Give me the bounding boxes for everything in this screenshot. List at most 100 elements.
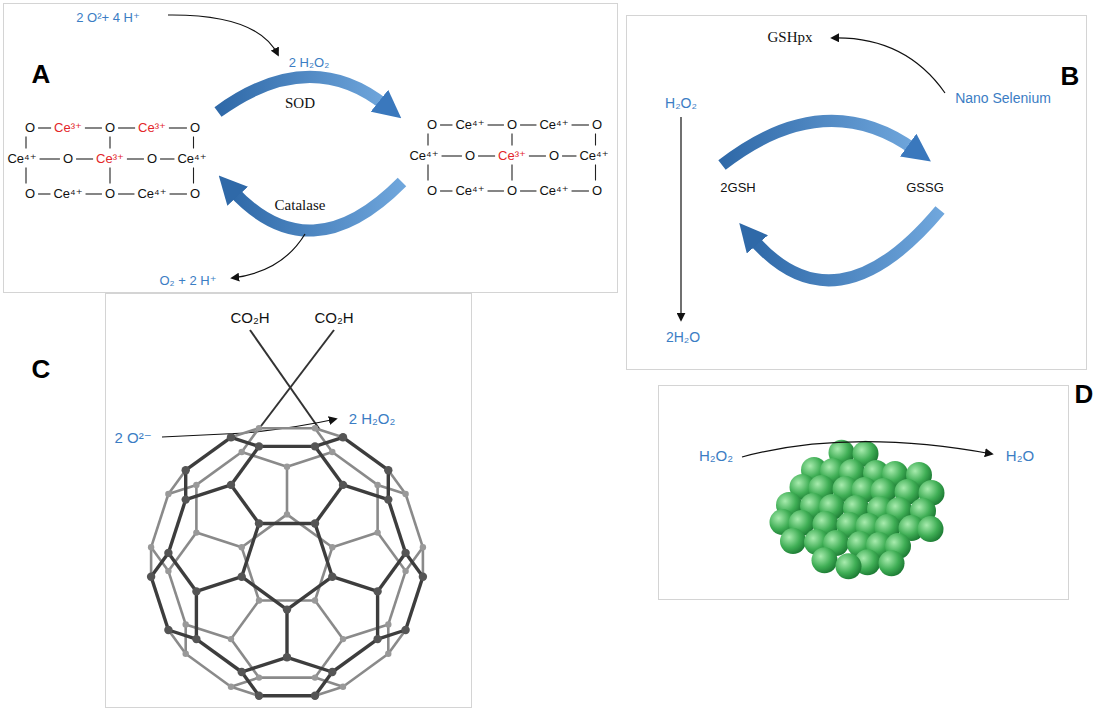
carbon-bond	[151, 553, 168, 577]
carbon-atom	[183, 651, 189, 657]
carbon-atom	[182, 495, 190, 503]
carbon-atom	[238, 668, 246, 676]
lattice-bond	[118, 127, 135, 128]
lattice-atom: O	[427, 184, 437, 197]
lattice-bond	[86, 193, 102, 194]
carbon-atom	[340, 636, 346, 642]
carbon-atom	[147, 573, 155, 581]
enzyme-label: GSHpx	[767, 30, 812, 45]
lattice-bond	[442, 155, 462, 156]
lattice-bond	[169, 127, 187, 128]
carbon-atom	[312, 674, 318, 680]
lattice-atom: O	[507, 184, 517, 197]
lattice-bond	[572, 124, 589, 125]
lattice-bond	[427, 134, 428, 146]
carbon-bond	[315, 446, 343, 485]
glutathione-label: GSSG	[906, 181, 944, 194]
carbon-atom	[182, 466, 190, 474]
lattice-bond	[572, 190, 589, 191]
lattice-bond	[118, 193, 134, 194]
lattice-bond	[440, 124, 452, 125]
lattice-bond	[595, 134, 596, 146]
lattice-bond	[520, 190, 536, 191]
carbon-bond	[388, 500, 405, 553]
carbon-bond	[315, 524, 332, 577]
carbon-bond	[231, 437, 259, 446]
carbon-bond	[195, 485, 198, 533]
lattice-atom: Ce⁴⁺	[137, 187, 166, 200]
carbon-bond	[231, 485, 259, 524]
lattice-bond	[193, 168, 194, 184]
carbon-bond	[242, 577, 287, 610]
carboxyl-label: CO₂H	[314, 310, 353, 325]
carbon-atom	[311, 692, 319, 700]
panel-letter: D	[1075, 381, 1094, 407]
carbon-atom	[228, 684, 234, 690]
carbon-atom	[384, 466, 392, 474]
carbon-atom	[255, 692, 263, 700]
carbon-bond	[343, 437, 388, 470]
carbon-atom	[385, 651, 391, 657]
lattice-atom: O	[63, 152, 73, 165]
carbon-bond	[195, 591, 198, 639]
carbon-atom	[340, 684, 346, 690]
carbon-bond	[378, 630, 406, 639]
carbon-bond	[286, 467, 289, 515]
carbon-bond	[231, 446, 259, 485]
lattice-atom: Ce⁴⁺	[455, 118, 484, 131]
gsh-arrow-bottom	[752, 210, 940, 280]
carbon-bond	[168, 571, 185, 624]
nanoparticle-cluster	[770, 440, 945, 579]
lattice-atom: O	[25, 121, 35, 134]
carbon-bond	[231, 639, 259, 678]
lattice-atom: O	[507, 118, 517, 131]
carbon-bond	[343, 485, 388, 500]
carbon-bond	[242, 672, 259, 696]
carbon-bond	[231, 428, 259, 437]
nanoparticle-sphere	[879, 550, 905, 576]
carbon-bond	[168, 553, 196, 592]
carbon-atom	[256, 674, 262, 680]
carbon-atom	[339, 481, 347, 489]
carbon-bond	[406, 577, 423, 630]
carbon-bond	[259, 599, 315, 602]
lattice-atom: O	[105, 121, 115, 134]
lattice-atom: O	[25, 187, 35, 200]
lattice-bond	[109, 168, 110, 184]
carbon-atom	[193, 482, 199, 488]
lattice-atom: Ce⁴⁺	[7, 152, 36, 165]
reactant-label: H₂O₂	[665, 96, 697, 110]
sod-arrow	[218, 77, 386, 112]
lattice-atom: Ce⁴⁺	[455, 184, 484, 197]
selenium-leader	[832, 38, 945, 93]
carbon-atom	[312, 425, 318, 431]
lattice-bond	[488, 190, 504, 191]
lattice-bond	[76, 158, 93, 159]
lattice-bond	[109, 137, 110, 149]
enzyme-label: Catalase	[275, 198, 326, 213]
lattice-atom: O	[190, 121, 200, 134]
carbon-bond	[259, 522, 315, 525]
lattice-atom: O	[190, 187, 200, 200]
carbon-bond	[186, 485, 231, 500]
nanoparticle-sphere	[812, 547, 838, 573]
peroxide-leader	[742, 442, 992, 457]
lattice-bond	[488, 124, 504, 125]
lattice-bond	[529, 155, 546, 156]
lattice-bond	[25, 168, 26, 184]
panel-letter: A	[32, 61, 51, 87]
carbon-atom	[420, 544, 426, 550]
lattice-bond	[85, 127, 102, 128]
carbon-atom	[401, 626, 409, 634]
lattice-atom: Ce⁴⁺	[539, 118, 568, 131]
carbon-bond	[168, 470, 185, 494]
carbon-bond	[315, 485, 343, 524]
carbon-atom	[328, 668, 336, 676]
carbon-atom	[312, 597, 318, 603]
carbon-atom	[402, 491, 408, 497]
peroxide-line	[680, 117, 681, 320]
input-leader	[168, 15, 278, 55]
lattice-atom: O	[427, 118, 437, 131]
lattice-atom: O	[549, 149, 559, 162]
reactant-label: H₂O₂	[699, 448, 733, 463]
